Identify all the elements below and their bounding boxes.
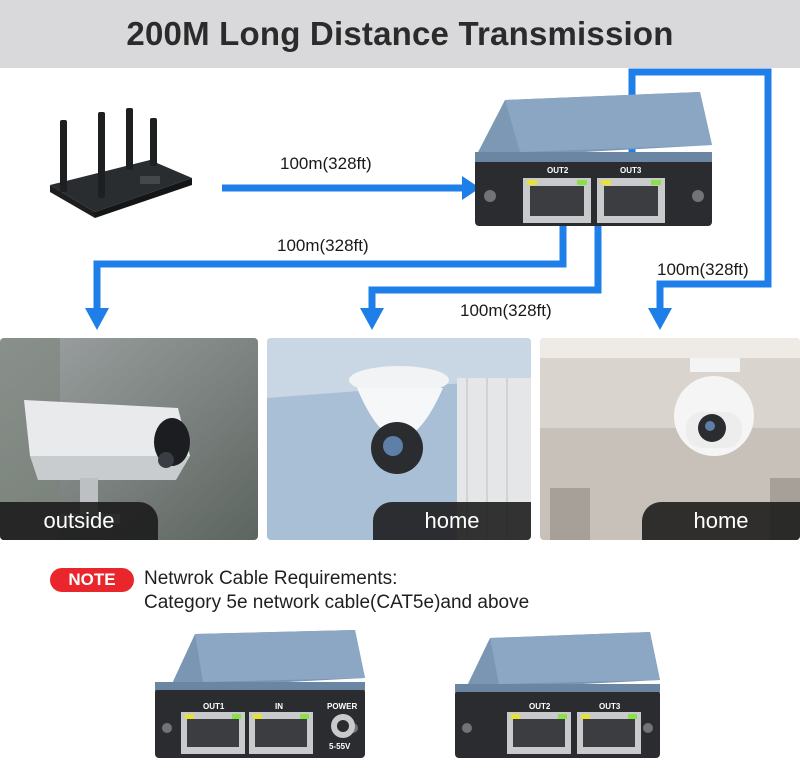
device-front-graphic <box>155 630 365 758</box>
cable-label-router: 100m(328ft) <box>278 154 374 174</box>
router-image <box>50 108 192 218</box>
photo-label-home-2: home <box>642 502 800 540</box>
cable-label-home-2: 100m(328ft) <box>655 260 751 280</box>
device-back-port-label-out2: OUT2 <box>529 702 551 711</box>
title-banner: 200M Long Distance Transmission <box>0 0 800 68</box>
photo-home-dome-camera: home <box>267 338 531 540</box>
cable-label-outside: 100m(328ft) <box>275 236 371 256</box>
device-back-view: OUT2 OUT3 <box>455 632 675 760</box>
note-line-1: Netwrok Cable Requirements: <box>144 568 398 589</box>
device-power-spec: 5-55V <box>329 742 351 751</box>
device-port-label-in: IN <box>275 702 283 711</box>
note-badge: NOTE <box>50 568 134 592</box>
cable-arrows <box>85 176 672 330</box>
device-front-view: OUT1 IN POWER 5-55V <box>155 630 375 760</box>
network-diagram: 100m(328ft) 100m(328ft) 100m(328ft) 100m… <box>0 68 800 336</box>
photo-home-ptz-camera: home <box>540 338 800 540</box>
photo-label-outside: outside <box>0 502 158 540</box>
device-back-graphic <box>455 632 660 758</box>
switch-port-label-out3: OUT3 <box>620 166 642 175</box>
photo-outside-camera: outside <box>0 338 258 540</box>
device-back-port-label-out3: OUT3 <box>599 702 621 711</box>
cable-label-home-1: 100m(328ft) <box>458 301 554 321</box>
note-line-2: Category 5e network cable(CAT5e)and abov… <box>144 592 530 613</box>
page-title: 200M Long Distance Transmission <box>126 15 674 52</box>
photo-label-home-1: home <box>373 502 531 540</box>
switch-device-top <box>475 92 712 226</box>
device-port-label-power: POWER <box>327 702 358 711</box>
switch-port-label-out2: OUT2 <box>547 166 569 175</box>
diagram-graphics <box>50 68 772 330</box>
device-port-label-out1: OUT1 <box>203 702 225 711</box>
